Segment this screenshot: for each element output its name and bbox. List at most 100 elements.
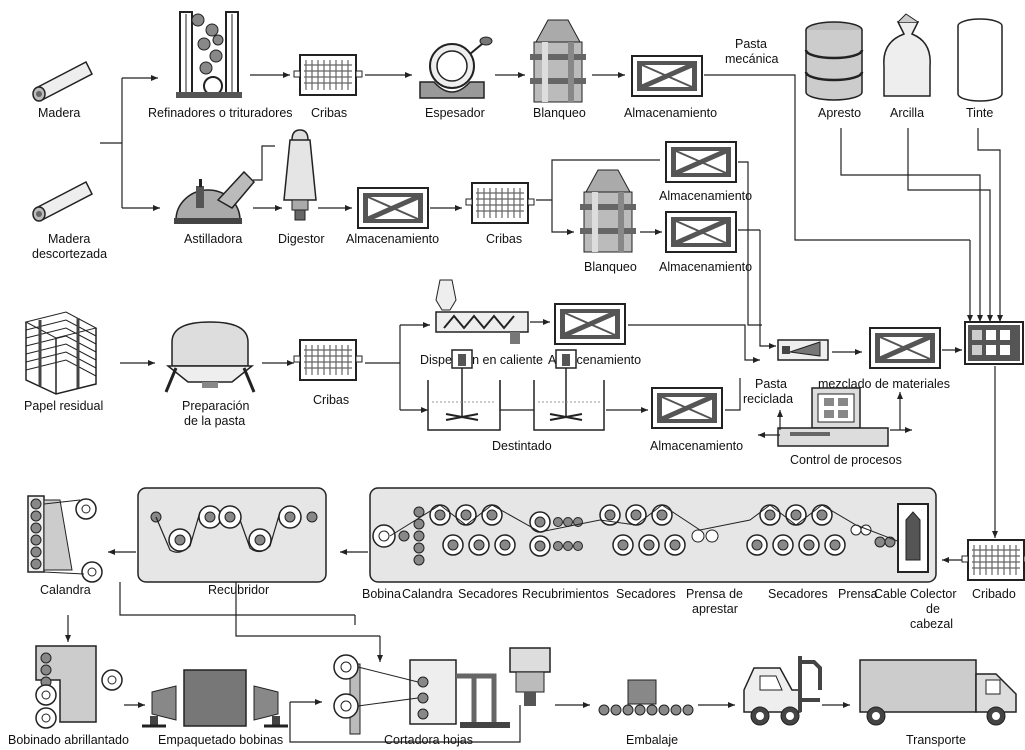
calandra-1-icon	[27, 495, 103, 583]
embalaje-icon	[598, 679, 694, 716]
mezclado-icon	[870, 328, 940, 368]
label-madera-descortezada-1: Madera	[48, 232, 90, 246]
cortadora-icon	[333, 654, 510, 735]
almacenamiento-3-icon	[666, 142, 736, 182]
arcilla-icon	[883, 13, 931, 97]
digestor-icon	[283, 129, 317, 221]
label-embalaje: Embalaje	[626, 733, 678, 747]
label-arcilla: Arcilla	[890, 106, 924, 120]
label-digestor: Digestor	[278, 232, 325, 246]
label-almacenamiento-2: Almacenamiento	[346, 232, 439, 246]
label-secadores-1: Secadores	[458, 587, 518, 601]
label-apresto: Apresto	[818, 106, 861, 120]
almacenamiento-2-icon	[358, 188, 428, 228]
label-prensa: Prensa	[838, 587, 878, 601]
label-pasta-mecanica-2: mecánica	[725, 52, 779, 66]
madera-icon	[32, 61, 93, 102]
arrow-apresto	[840, 128, 983, 322]
arrow-cribas-2-blanqueo	[551, 200, 574, 235]
refinadores-icon	[176, 11, 242, 98]
almacenamiento-6-icon	[652, 388, 722, 428]
label-recubrimientos: Recubrimientos	[522, 587, 609, 601]
label-bobina: Bobina	[362, 587, 401, 601]
label-recubridor: Recubridor	[208, 583, 269, 597]
label-pasta-reciclada-1: Pasta	[755, 377, 787, 391]
connectors-row4-row5	[67, 582, 380, 637]
label-preparacion-1: Preparación	[182, 399, 249, 413]
pump-icon	[777, 339, 829, 361]
forklift-icon	[743, 656, 822, 726]
label-control: Control de procesos	[790, 453, 902, 467]
blanqueo-1-icon	[529, 19, 587, 103]
colector-icon	[897, 503, 929, 573]
label-espesador: Espesador	[425, 106, 485, 120]
label-madera-descortezada-2: descortezada	[32, 247, 107, 261]
espesador-icon	[419, 36, 493, 99]
cribado-icon	[961, 539, 1025, 581]
label-prensa-apresto-1: Prensa de	[686, 587, 743, 601]
label-cortadora: Cortadora hojas	[384, 733, 473, 747]
label-refinadores: Refinadores o trituradores	[148, 106, 293, 120]
line-cribas-3-split	[365, 325, 401, 410]
press-icon	[509, 647, 551, 706]
label-colector-3: cabezal	[910, 617, 953, 631]
prensa-cable-rollers	[850, 524, 896, 548]
label-prensa-apresto-2: aprestar	[692, 602, 738, 616]
label-colector-2: de	[926, 602, 940, 616]
label-cribas-2: Cribas	[486, 232, 522, 246]
label-empaquetado: Empaquetado bobinas	[158, 733, 283, 747]
arrow-arcilla	[907, 128, 993, 322]
label-almacenamiento-4: Almacenamiento	[659, 260, 752, 274]
astilladora-icon	[174, 170, 256, 224]
label-colector-1: Colector	[910, 587, 957, 601]
control-procesos-icon	[777, 387, 889, 447]
label-blanqueo-2: Blanqueo	[584, 260, 637, 274]
arrow-tinte	[977, 128, 1003, 322]
line-cribas-2-almacen-3	[536, 159, 660, 201]
splitter-lines	[100, 78, 123, 208]
line-almacen-6-up	[725, 378, 741, 411]
truck-icon	[859, 659, 1017, 726]
label-preparacion-2: de la pasta	[184, 414, 245, 428]
papel-residual-icon	[24, 311, 98, 395]
label-transporte: Transporte	[906, 733, 966, 747]
cribas-1-icon	[293, 54, 363, 96]
dispersion-icon	[435, 279, 529, 344]
almacenamiento-4-icon	[666, 212, 736, 252]
label-madera: Madera	[38, 106, 80, 120]
label-cribado: Cribado	[972, 587, 1016, 601]
label-secadores-3: Secadores	[768, 587, 828, 601]
line-pasta-mecanica	[704, 74, 970, 241]
madera-descortezada-icon	[32, 181, 93, 222]
label-papel-residual: Papel residual	[24, 399, 103, 413]
label-calandra-1: Calandra	[40, 583, 91, 597]
label-tinte: Tinte	[966, 106, 993, 120]
label-cable: Cable	[874, 587, 907, 601]
tinte-icon	[957, 18, 1003, 102]
label-pasta-mecanica-1: Pasta	[735, 37, 767, 51]
cribas-3-icon	[293, 339, 363, 381]
line-empaquetado-embalaje	[289, 702, 521, 743]
preparacion-icon	[164, 321, 256, 393]
label-cribas-1: Cribas	[311, 106, 347, 120]
almacenamiento-5-icon	[555, 304, 625, 344]
arrow-almacen-4-mixer	[759, 230, 776, 349]
control-panel-icon	[964, 321, 1024, 365]
label-calandra-2: Calandra	[402, 587, 453, 601]
arrow-almacen-5-reciclada	[628, 324, 760, 363]
label-pasta-reciclada-2: reciclada	[743, 392, 793, 406]
label-cribas-3: Cribas	[313, 393, 349, 407]
label-bobinado: Bobinado abrillantado	[8, 733, 129, 747]
label-astilladora: Astilladora	[184, 232, 242, 246]
recubridor-icon	[137, 487, 327, 583]
bobinado-icon	[35, 645, 123, 729]
almacenamiento-1-icon	[632, 56, 702, 96]
apresto-icon	[804, 21, 864, 101]
label-blanqueo-1: Blanqueo	[533, 106, 586, 120]
prensa-apresto-rollers	[691, 529, 719, 543]
label-almacenamiento-6: Almacenamiento	[650, 439, 743, 453]
line-astilladora-digestor-top	[253, 145, 275, 181]
label-secadores-2: Secadores	[616, 587, 676, 601]
empaquetado-icon	[142, 669, 288, 728]
